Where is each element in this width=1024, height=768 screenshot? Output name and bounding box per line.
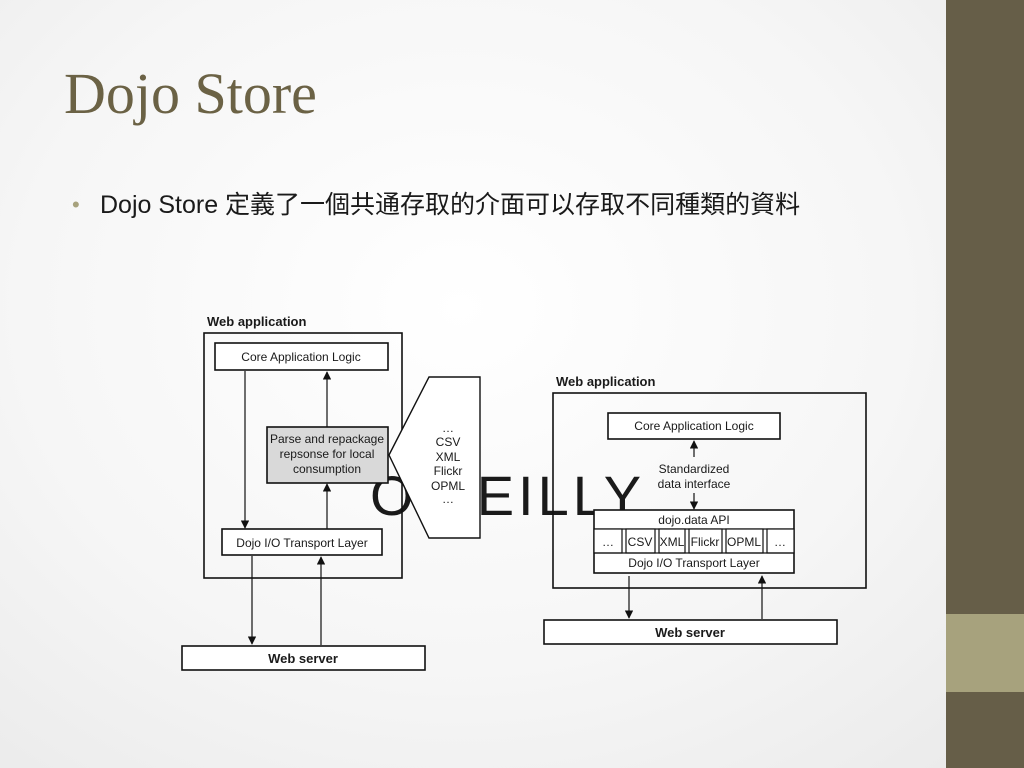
right-format-1: CSV (628, 535, 653, 549)
right-transport-label: Dojo I/O Transport Layer (628, 556, 759, 570)
left-formats-callout (388, 376, 481, 539)
left-format-2: XML (436, 450, 461, 464)
left-parse-label-3: consumption (293, 462, 361, 476)
right-format-3: Flickr (691, 535, 720, 549)
left-format-1: CSV (436, 435, 461, 449)
right-format-cell-0 (593, 528, 623, 554)
left-parse-label-2: repsonse for local (280, 447, 375, 461)
left-server-box (181, 645, 426, 671)
left-parse-label-1: Parse and repackage (270, 432, 384, 446)
right-core-logic-label: Core Application Logic (634, 419, 753, 433)
right-format-cell-2 (658, 528, 686, 554)
right-interface-label-1: Standardized (659, 462, 730, 476)
left-header: Web application (207, 314, 306, 329)
left-core-logic-label: Core Application Logic (241, 350, 360, 364)
right-format-0: … (602, 535, 614, 549)
bullet-dot-icon: • (72, 192, 80, 217)
right-format-cell-4 (725, 528, 764, 554)
left-transport-box (221, 528, 383, 556)
bullet-text: Dojo Store 定義了一個共通存取的介面可以存取不同種類的資料 (100, 191, 801, 219)
left-format-0: … (442, 421, 454, 435)
right-format-4: OPML (727, 535, 761, 549)
right-format-5: … (774, 535, 786, 549)
right-app-box (552, 392, 867, 589)
sidebar-accent (946, 614, 1024, 692)
right-format-cell-5 (766, 528, 795, 554)
left-transport-label: Dojo I/O Transport Layer (236, 536, 367, 550)
right-api-label: dojo.data API (658, 513, 729, 527)
right-interface-label-2: data interface (658, 477, 731, 491)
right-header: Web application (556, 374, 655, 389)
right-core-logic-box (607, 412, 781, 440)
left-format-5: … (442, 492, 454, 506)
right-format-cell-3 (688, 528, 723, 554)
right-format-2: XML (660, 535, 685, 549)
left-core-logic-box (214, 342, 389, 371)
right-server-box (543, 619, 838, 645)
bullet-list: • Dojo Store 定義了一個共通存取的介面可以存取不同種類的資料 (72, 186, 872, 224)
sidebar (946, 0, 1024, 768)
left-server-label: Web server (268, 651, 338, 666)
left-format-4: OPML (431, 479, 465, 493)
bullet-item: • Dojo Store 定義了一個共通存取的介面可以存取不同種類的資料 (72, 186, 872, 224)
slide-title: Dojo Store (64, 61, 317, 126)
left-format-3: Flickr (434, 464, 463, 478)
right-server-label: Web server (655, 625, 725, 640)
